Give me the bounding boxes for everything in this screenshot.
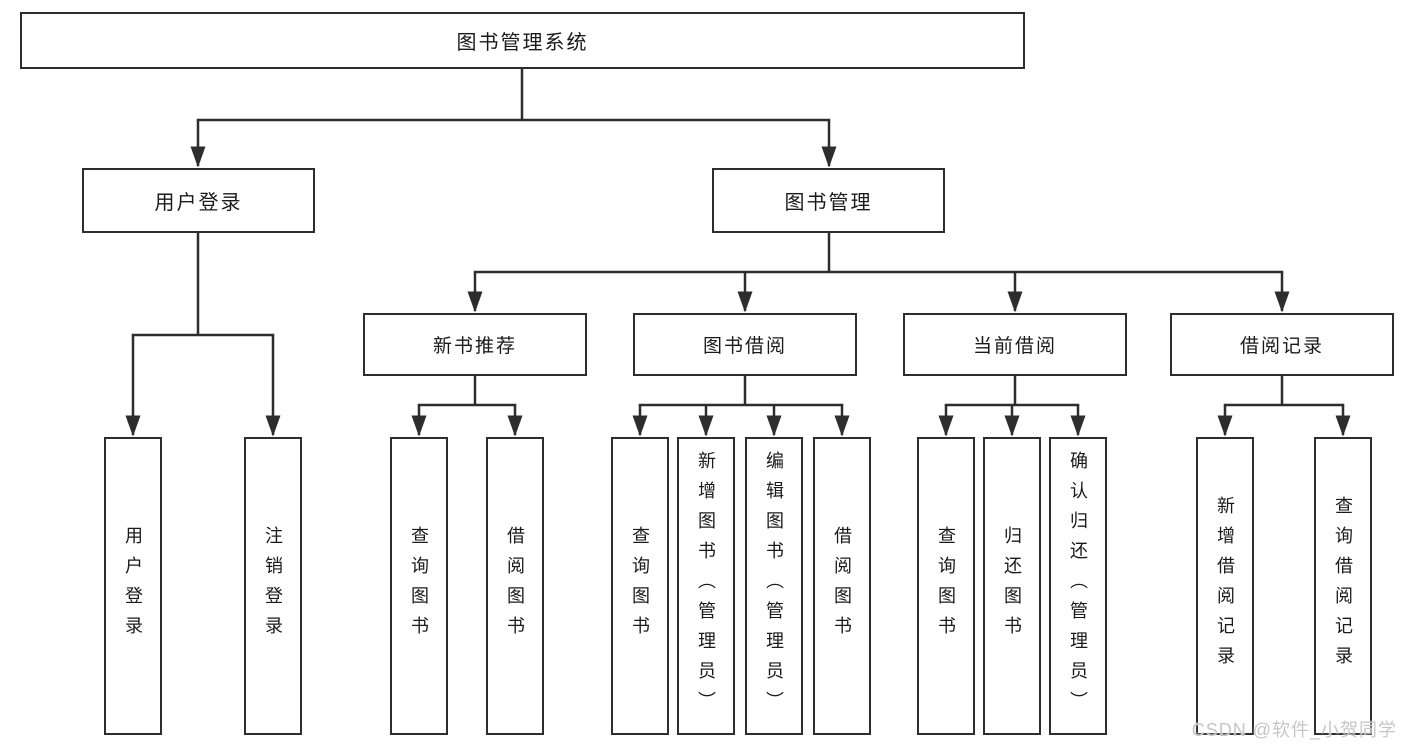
- leaf-borrow-books: 借阅图书: [813, 437, 871, 735]
- leaf-borrow-books-label: 借阅图书: [832, 526, 852, 646]
- connector-user-login: [125, 233, 281, 437]
- node-book-management-label: 图书管理: [784, 192, 873, 214]
- connector-new-book-recommend: [411, 376, 523, 437]
- watermark: CSDN @软件_小贺同学: [1191, 720, 1397, 740]
- leaf-user-login: 用户登录: [104, 437, 162, 735]
- leaf-borrow-books-recommend: 借阅图书: [486, 437, 544, 735]
- connector-book-management: [467, 233, 1290, 313]
- leaf-query-books-borrow-label: 查询图书: [630, 526, 650, 646]
- leaf-query-borrow-record: 查询借阅记录: [1314, 437, 1372, 735]
- leaf-borrow-books-recommend-label: 借阅图书: [505, 526, 525, 646]
- connector-book-borrow: [632, 376, 850, 437]
- leaf-add-borrow-record: 新增借阅记录: [1196, 437, 1254, 735]
- leaf-add-book-admin-label: 新增图书（管理员）: [696, 451, 716, 721]
- connector-root: [190, 69, 837, 168]
- node-user-login-label: 用户登录: [154, 192, 243, 214]
- node-borrow-records: 借阅记录: [1170, 313, 1394, 376]
- node-book-borrow: 图书借阅: [633, 313, 857, 376]
- leaf-edit-book-admin-label: 编辑图书（管理员）: [764, 451, 784, 721]
- node-borrow-records-label: 借阅记录: [1239, 336, 1324, 357]
- leaf-user-login-label: 用户登录: [123, 526, 143, 646]
- leaf-confirm-return-admin: 确认归还（管理员）: [1049, 437, 1107, 735]
- leaf-edit-book-admin: 编辑图书（管理员）: [745, 437, 803, 735]
- leaf-query-books-current: 查询图书: [917, 437, 975, 735]
- node-root: 图书管理系统: [20, 12, 1025, 69]
- leaf-query-books-current-label: 查询图书: [936, 526, 956, 646]
- leaf-add-borrow-record-label: 新增借阅记录: [1215, 496, 1235, 676]
- leaf-query-books-recommend: 查询图书: [390, 437, 448, 735]
- leaf-add-book-admin: 新增图书（管理员）: [677, 437, 735, 735]
- leaf-logout: 注销登录: [244, 437, 302, 735]
- leaf-return-books: 归还图书: [983, 437, 1041, 735]
- leaf-return-books-label: 归还图书: [1002, 526, 1022, 646]
- leaf-query-borrow-record-label: 查询借阅记录: [1333, 496, 1353, 676]
- node-new-book-recommend: 新书推荐: [363, 313, 587, 376]
- leaf-query-books-borrow: 查询图书: [611, 437, 669, 735]
- node-new-book-recommend-label: 新书推荐: [432, 336, 517, 357]
- node-root-label: 图书管理系统: [456, 32, 589, 54]
- node-user-login: 用户登录: [82, 168, 315, 233]
- node-book-management: 图书管理: [712, 168, 945, 233]
- connector-borrow-records: [1217, 376, 1351, 437]
- node-current-borrow: 当前借阅: [903, 313, 1127, 376]
- leaf-logout-label: 注销登录: [263, 526, 283, 646]
- leaf-query-books-recommend-label: 查询图书: [409, 526, 429, 646]
- node-book-borrow-label: 图书借阅: [702, 336, 787, 357]
- node-current-borrow-label: 当前借阅: [972, 336, 1057, 357]
- leaf-confirm-return-admin-label: 确认归还（管理员）: [1068, 451, 1088, 721]
- connector-current-borrow: [938, 376, 1086, 437]
